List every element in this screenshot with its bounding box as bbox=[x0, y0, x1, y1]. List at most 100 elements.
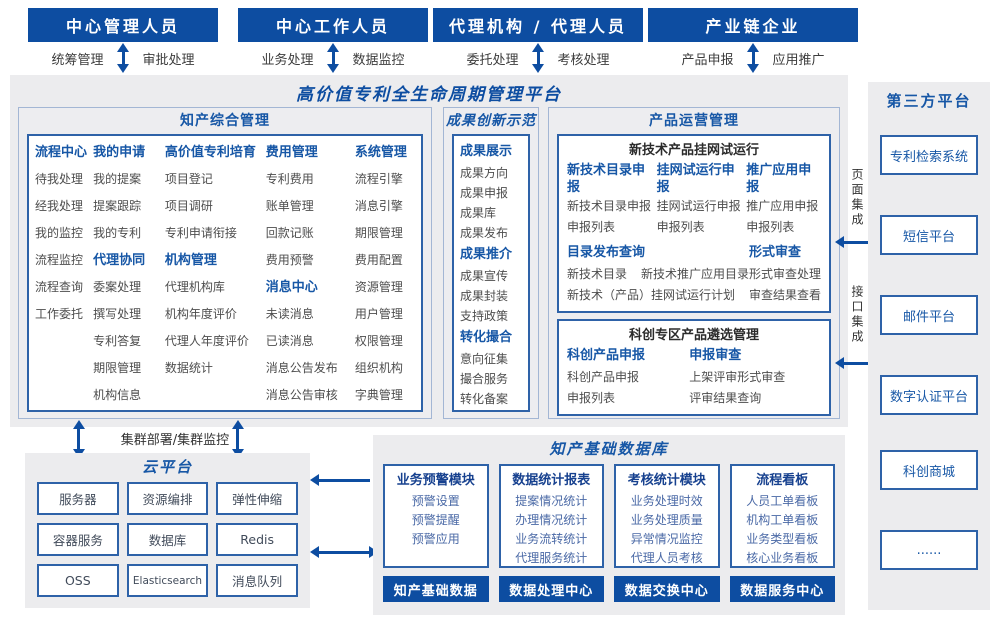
menu-item-list: 成果宣传成果封装支持政策 bbox=[460, 266, 522, 326]
list-item: 专利答复 bbox=[93, 334, 142, 348]
role-bar-agency: 代理机构 / 代理人员 bbox=[433, 8, 643, 42]
role-action-label: 统筹管理 bbox=[51, 52, 104, 68]
column-header: 我的申请 bbox=[93, 145, 146, 160]
role-action-label: 产品申报 bbox=[681, 52, 734, 68]
column-scitech-product-declare: 科创产品申报 科创产品申报申报列表 bbox=[567, 347, 689, 409]
trial-columns: 新技术目录申报 新技术目录申报申报列表 挂网试运行申报 挂网试运行申报申报列表 … bbox=[567, 162, 821, 238]
list-item: 成果发布 bbox=[460, 226, 509, 240]
role-bar-center-staff: 中心工作人员 bbox=[238, 8, 428, 42]
list-item: 申报列表 bbox=[567, 220, 616, 234]
module-assessment-statistics: 考核统计模块 业务处理时效业务处理质量异常情况监控代理人员考核 数据交换中心 bbox=[614, 464, 720, 602]
column-online-trial-declare: 挂网试运行申报 挂网试运行申报申报列表 bbox=[657, 162, 747, 238]
list-item: 委案处理 bbox=[93, 280, 142, 294]
formal-review: 形式审查 形式审查处理审查结果查看 bbox=[749, 244, 821, 306]
section-achievement-innovation: 成果创新示范 成果展示 成果方向成果申报成果库成果发布 成果推介 成果宣传成果封… bbox=[443, 107, 539, 419]
menu-item-list: 流程引擎消息引擎期限管理费用配置资源管理用户管理权限管理组织机构字典管理 bbox=[355, 166, 415, 409]
module-footer-bar: 知产基础数据 bbox=[383, 576, 489, 602]
menu-item-list: 成果方向成果申报成果库成果发布 bbox=[460, 163, 522, 243]
list-item: OSS bbox=[37, 564, 119, 597]
list-item: 办理情况统计 bbox=[515, 513, 588, 527]
list-item: 账单管理 bbox=[265, 199, 314, 213]
list-item: 意向征集 bbox=[460, 352, 509, 366]
list-item: 机构信息 bbox=[93, 388, 142, 402]
menu-item-list: 推广应用申报申报列表 bbox=[746, 196, 821, 238]
list-item: 预警提醒 bbox=[411, 513, 460, 527]
list-item: 消息公告发布 bbox=[265, 361, 338, 375]
menu-item-list: 挂网试运行申报申报列表 bbox=[657, 196, 747, 238]
list-item: 代理机构库 bbox=[164, 280, 225, 294]
panel-title: 第三方平台 bbox=[886, 92, 972, 110]
api-integration-label: 接口集成 bbox=[850, 285, 864, 345]
column-my-applications: 我的申请 我的提案提案跟踪我的专利 代理协同 委案处理撰写处理专利答复期限管理机… bbox=[93, 139, 165, 407]
list-item: 期限管理 bbox=[354, 226, 403, 240]
module-footer-bar: 数据服务中心 bbox=[729, 576, 835, 602]
module-process-kanban: 流程看板 人员工单看板机构工单看板业务类型看板核心业务看板 数据服务中心 bbox=[729, 464, 835, 602]
role-bar-industry-chain: 产业链企业 bbox=[648, 8, 858, 42]
catalog-publish-query: 目录发布查询 新技术目录 新技术推广应用目录 新技术（产品）挂网试运行计划 bbox=[567, 244, 749, 306]
menu-item-list: 未读消息已读消息消息公告发布消息公告审核 bbox=[266, 301, 355, 409]
list-item: 专利申请衔接 bbox=[164, 226, 237, 240]
column-fee-management: 费用管理 专利费用账单管理回款记账费用预警 消息中心 未读消息已读消息消息公告发… bbox=[266, 139, 355, 407]
third-party-systems-list: 专利检索系统短信平台邮件平台数字认证平台科创商城...... bbox=[868, 82, 990, 610]
module-box: 数据统计报表 提案情况统计办理情况统计业务流转统计代理服务统计 bbox=[498, 464, 604, 568]
list-item: 机构工单看板 bbox=[746, 513, 819, 527]
group-header: 转化撮合 bbox=[460, 330, 513, 345]
list-item: 代理人年度评价 bbox=[164, 334, 249, 348]
double-arrow-horizontal-icon bbox=[318, 551, 370, 554]
list-item: 核心业务看板 bbox=[746, 551, 819, 565]
sub-header: 挂网试运行申报 bbox=[656, 163, 735, 195]
platform-title: 高价值专利全生命周期管理平台 bbox=[296, 85, 562, 105]
list-item: 预警设置 bbox=[411, 494, 460, 508]
sub-header: 推广应用申报 bbox=[746, 163, 812, 195]
catalog-line1: 新技术目录 新技术推广应用目录 bbox=[567, 264, 749, 285]
section-ip-comprehensive-management: 知产综合管理 流程中心 待我处理经我处理我的监控流程监控流程查询工作委托 我的申… bbox=[18, 107, 432, 419]
role-actions-agency: 委托处理 考核处理 bbox=[433, 46, 643, 70]
column-hv-patent-cultivation: 高价值专利培育 项目登记项目调研专利申请衔接 机构管理 代理机构库机构年度评价代… bbox=[165, 139, 266, 407]
module-statistics-report: 数据统计报表 提案情况统计办理情况统计业务流转统计代理服务统计 数据处理中心 bbox=[498, 464, 604, 602]
box-header: 新技术产品挂网试运行 bbox=[628, 143, 759, 158]
double-arrow-vertical-icon bbox=[77, 428, 80, 450]
role-actions-industry-chain: 产品申报 应用推广 bbox=[648, 46, 858, 70]
sci-tech-selection-box: 科创专区产品遴选管理 科创产品申报 科创产品申报申报列表 申报审查 上架评审形式… bbox=[557, 319, 831, 416]
menu-item: 新技术推广应用目录 bbox=[641, 267, 750, 281]
menu-item-list: 意向征集撮合服务转化备案 bbox=[460, 349, 522, 409]
list-item: 评审结果查询 bbox=[689, 391, 762, 405]
list-item: 我的提案 bbox=[93, 172, 142, 186]
role-action-label: 应用推广 bbox=[772, 52, 825, 68]
list-item: 代理人员考核 bbox=[630, 551, 703, 565]
column-promotion-declare: 推广应用申报 推广应用申报申报列表 bbox=[746, 162, 821, 238]
menu-item-list: 提案情况统计办理情况统计业务流转统计代理服务统计 bbox=[501, 492, 603, 568]
selection-columns: 科创产品申报 科创产品申报申报列表 申报审查 上架评审形式审查评审结果查询 bbox=[567, 347, 821, 409]
list-item: 机构年度评价 bbox=[164, 307, 237, 321]
list-item: 推广应用申报 bbox=[746, 199, 819, 213]
list-item: 容器服务 bbox=[37, 523, 119, 556]
list-item: 转化备案 bbox=[460, 392, 509, 406]
list-item: 成果封装 bbox=[460, 289, 509, 303]
cluster-deploy-monitor-label: 集群部署/集群监控 bbox=[120, 433, 230, 448]
list-item: 科创商城 bbox=[880, 450, 978, 490]
role-action-label: 考核处理 bbox=[557, 52, 610, 68]
list-item: 成果库 bbox=[460, 206, 497, 220]
list-item: 成果方向 bbox=[460, 166, 509, 180]
module-box: 考核统计模块 业务处理时效业务处理质量异常情况监控代理人员考核 bbox=[614, 464, 720, 568]
list-item: 邮件平台 bbox=[880, 295, 978, 335]
menu-item-list: 人员工单看板机构工单看板业务类型看板核心业务看板 bbox=[732, 492, 834, 568]
list-item: 专利检索系统 bbox=[880, 135, 978, 175]
list-item: 已读消息 bbox=[265, 334, 314, 348]
list-item: 经我处理 bbox=[35, 199, 84, 213]
double-arrow-vertical-icon bbox=[236, 428, 239, 450]
list-item: 申报列表 bbox=[656, 220, 705, 234]
double-arrow-vertical-icon bbox=[536, 51, 540, 65]
panel-title: 知产基础数据库 bbox=[549, 440, 669, 458]
list-item: 未读消息 bbox=[265, 307, 314, 321]
column-header: 机构管理 bbox=[164, 253, 217, 268]
achievement-groups: 成果展示 成果方向成果申报成果库成果发布 成果推介 成果宣传成果封装支持政策 转… bbox=[452, 134, 530, 412]
page-integration-label: 页面集成 bbox=[850, 168, 864, 228]
module-box: 流程看板 人员工单看板机构工单看板业务类型看板核心业务看板 bbox=[729, 464, 835, 568]
list-item: 撮合服务 bbox=[460, 372, 509, 386]
menu-item-list: 我的提案提案跟踪我的专利 bbox=[93, 166, 165, 247]
list-item: 预警应用 bbox=[411, 532, 460, 546]
role-action-label: 委托处理 bbox=[466, 52, 519, 68]
double-arrow-vertical-icon bbox=[121, 51, 125, 65]
list-item: 弹性伸缩 bbox=[216, 482, 298, 515]
